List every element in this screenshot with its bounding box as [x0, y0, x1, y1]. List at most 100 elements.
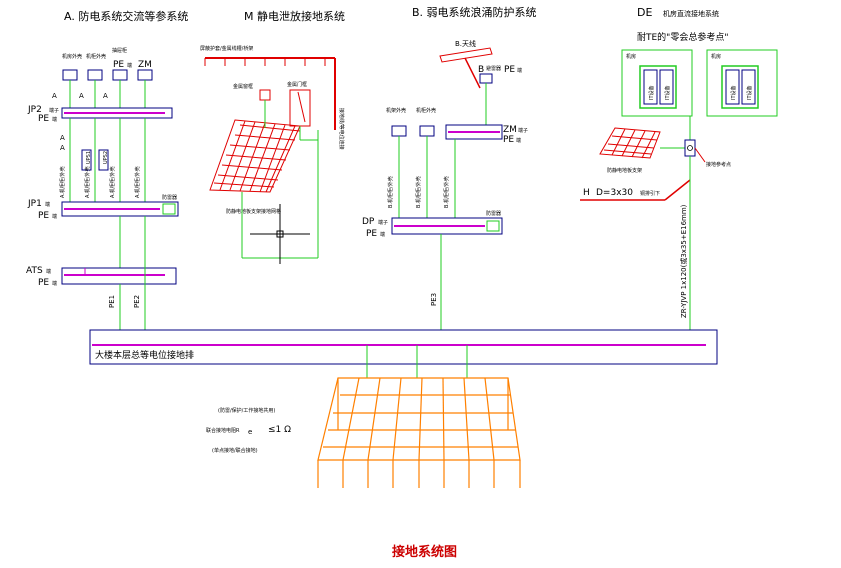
b-antenna-box	[479, 73, 493, 84]
ups1-label: UPS1	[86, 151, 92, 164]
jp1-pe-suffix: 端	[52, 213, 57, 220]
a-box-4	[137, 69, 153, 81]
b-box-2	[419, 125, 435, 137]
b-pe3: PE	[366, 229, 377, 239]
de-room-2-label: 机房	[711, 53, 721, 60]
a-pe-top: PE	[113, 60, 124, 70]
ground-res-label: 联合接地电阻R	[206, 427, 240, 434]
ats-suffix: 端	[46, 268, 51, 275]
a-mark-5: A	[60, 144, 65, 152]
b-dp: DP	[362, 217, 375, 227]
jp1-suffix: 端	[45, 201, 50, 208]
m-door	[289, 89, 311, 127]
m-ceiling-ticks	[224, 58, 326, 66]
b-pe2-suffix: 端	[516, 137, 521, 144]
b-box-1	[391, 125, 407, 137]
section-m: 屏蔽护套/金属线槽/桥架 金属窗框 金属门框 接地线/等电位连接	[200, 45, 345, 264]
crosshair-icon	[250, 204, 310, 264]
b-protector-box	[486, 220, 500, 232]
de-cable-label: ZR-YJVP 1x120(或3x35+E16mm)	[679, 204, 688, 318]
de-it-4: IT设备	[746, 85, 753, 100]
a-box-2	[87, 69, 103, 81]
main-bus: 大楼本层总等电位接地排	[89, 329, 718, 378]
b-left-box-label-1: 机架外壳	[386, 107, 406, 114]
a-top-label-3: 抽屉柜	[112, 47, 127, 54]
de-room-2	[706, 49, 778, 117]
b-pe: PE	[504, 65, 515, 75]
ground-line-3: (单点接地/联合接地)	[212, 447, 258, 454]
section-b-title: B. 弱电系统浪涌防护系统	[412, 5, 537, 19]
a-zm: ZM	[138, 60, 152, 70]
b-pe-suffix: 端	[517, 67, 522, 74]
main-bus-label: 大楼本层总等电位接地排	[95, 349, 194, 361]
ats-bar	[61, 267, 177, 285]
a-mark-4: A	[60, 134, 65, 142]
jp2-pe-suffix: 端	[52, 116, 57, 123]
ground-line-1: (防雷/保护/工作接地共用)	[218, 407, 275, 414]
b-dp-suffix: 端子	[378, 219, 388, 226]
ground-res-sub: e	[248, 428, 252, 436]
b-left-box-label-2: 机柜外壳	[416, 107, 436, 114]
earthing-grid	[317, 377, 521, 488]
jp2-bar	[61, 107, 173, 119]
b-zm-bar	[445, 124, 503, 140]
a-mark-3: A	[103, 92, 108, 100]
de-ref-note: 接地参考点	[706, 161, 731, 168]
pe1-label: PE1	[108, 295, 116, 308]
a-vlabel-3: A.机柜柜/外壳	[109, 166, 116, 198]
a-mark-1: A	[52, 92, 57, 100]
m-panel-left: 金属窗框	[233, 83, 253, 90]
de-h-spec: D=3x30	[596, 188, 633, 198]
a-vlabel-4: A.机柜柜/外壳	[134, 166, 141, 198]
de-h-suffix: 铜排引下	[640, 190, 660, 197]
b-pe-suffix-a: 避雷器	[486, 65, 501, 72]
jp2-suffix: 端子	[49, 107, 59, 114]
m-floor-note: 防静电地板支架接地网格	[226, 208, 281, 215]
section-b: B.天线 B 避雷器 PE 端 机架外壳 机柜外壳 ZM 端子 PE 端 B.机…	[362, 39, 528, 330]
a-box-1	[62, 69, 78, 81]
b-vlabel-1: B.机柜柜/外壳	[387, 176, 394, 208]
de-room-1	[621, 49, 693, 117]
ats-pe-suffix: 端	[52, 280, 57, 287]
a-top-label-1: 机房外壳	[62, 53, 82, 60]
b-protector-label: 防雷器	[486, 210, 501, 217]
de-h-label: H	[583, 188, 590, 198]
b-antenna	[439, 47, 493, 63]
jp1-label: JP1	[27, 199, 42, 209]
a-mark-2: A	[79, 92, 84, 100]
b-antenna-label: B.天线	[455, 39, 476, 48]
section-de: 机房 IT设备 IT设备 机房 IT设备 IT设备 防静电地板支架	[580, 49, 778, 330]
m-panel-right: 金属门框	[287, 81, 307, 88]
a-vlabel-2: A.机柜柜/外壳	[84, 166, 91, 198]
b-dp-bar	[391, 217, 503, 235]
ground-res-value: ≤1 Ω	[268, 425, 291, 435]
jp2-label: JP2	[27, 105, 42, 115]
pe3-label: PE3	[430, 293, 438, 306]
section-m-title: M 静电泄放接地系统	[244, 9, 345, 23]
section-a: 机房外壳 机柜外壳 抽屉柜 PE 端 ZM A A A JP2 端子 PE 端 …	[26, 47, 179, 330]
a-top-label-2: 机柜外壳	[86, 53, 106, 60]
ups1-box	[81, 149, 92, 171]
a-box-3	[112, 69, 128, 81]
diagram-title: 接地系统图	[392, 544, 457, 560]
jp1-pe: PE	[38, 211, 49, 221]
de-floor-note: 防静电地板支架	[607, 167, 642, 174]
m-side-note: 接地线/等电位连接	[338, 108, 345, 150]
de-it-3: IT设备	[730, 85, 737, 100]
m-floor-grid	[209, 119, 301, 193]
b-pe2: PE	[503, 135, 514, 145]
section-de-title: DE	[637, 6, 652, 19]
m-window-box	[259, 89, 271, 101]
ats-label: ATS	[26, 266, 43, 276]
b-zm: ZM	[503, 125, 517, 135]
main-bus-bar	[89, 329, 718, 365]
de-it-1: IT设备	[648, 85, 655, 100]
de-floor-grid	[599, 127, 661, 159]
de-ref-box	[684, 139, 696, 157]
de-room-1-label: 机房	[626, 53, 636, 60]
section-de-subtitle: 机房直流接地系统	[663, 9, 719, 18]
a-protector-box	[162, 203, 176, 215]
b-zm-suffix: 端子	[518, 127, 528, 134]
pe2-label: PE2	[133, 295, 141, 308]
